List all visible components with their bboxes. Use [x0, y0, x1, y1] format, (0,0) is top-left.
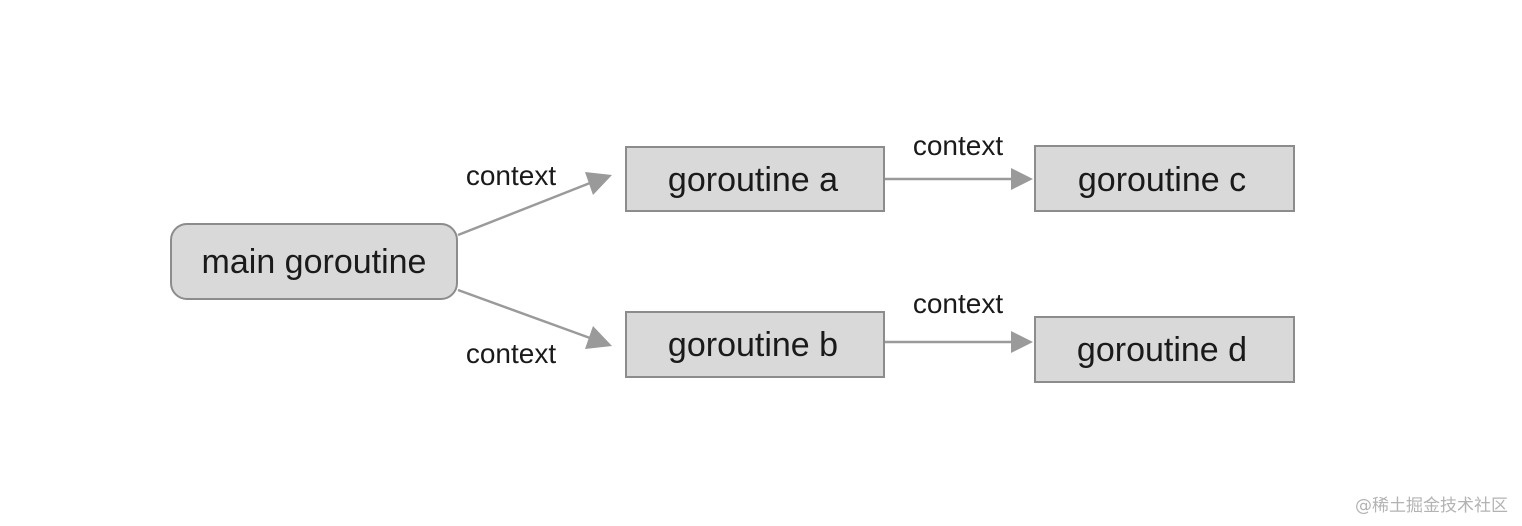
edge-b-to-d-label: context [913, 288, 1003, 319]
node-goroutine-d-label: goroutine d [1077, 331, 1247, 369]
edge-main-to-b-arrowhead [585, 326, 612, 349]
node-goroutine-a-box [625, 146, 885, 212]
edge-main-to-b-label: context [466, 338, 556, 369]
node-goroutine-b: goroutine b [625, 311, 885, 378]
node-goroutine-d: goroutine d [1034, 316, 1295, 383]
edge-main-to-a-arrowhead [585, 172, 612, 195]
node-goroutine-d-box [1034, 316, 1295, 383]
edge-main-to-b-line [457, 288, 591, 340]
node-goroutine-b-label: goroutine b [668, 326, 838, 364]
node-goroutine-a-label: goroutine a [668, 161, 838, 199]
edge-b-to-d: context [885, 288, 1033, 353]
edge-main-to-a-line [457, 181, 591, 237]
edge-b-to-d-arrowhead [1011, 331, 1033, 353]
node-goroutine-c-label: goroutine c [1078, 161, 1246, 199]
node-main-goroutine-box [170, 223, 458, 300]
node-goroutine-c-box [1034, 145, 1295, 212]
node-main-goroutine: main goroutine [170, 223, 458, 300]
edge-a-to-c: context [885, 130, 1033, 190]
node-goroutine-c: goroutine c [1034, 145, 1295, 212]
edge-main-to-a: context [457, 160, 612, 237]
node-goroutine-b-box [625, 311, 885, 378]
watermark: @稀土掘金技术社区 [1355, 496, 1508, 516]
edge-a-to-c-arrowhead [1011, 168, 1033, 190]
node-main-goroutine-label: main goroutine [202, 243, 427, 281]
edge-a-to-c-label: context [913, 130, 1003, 161]
edge-main-to-b: context [457, 288, 612, 369]
node-goroutine-a: goroutine a [625, 146, 885, 212]
edge-main-to-a-label: context [466, 160, 556, 191]
